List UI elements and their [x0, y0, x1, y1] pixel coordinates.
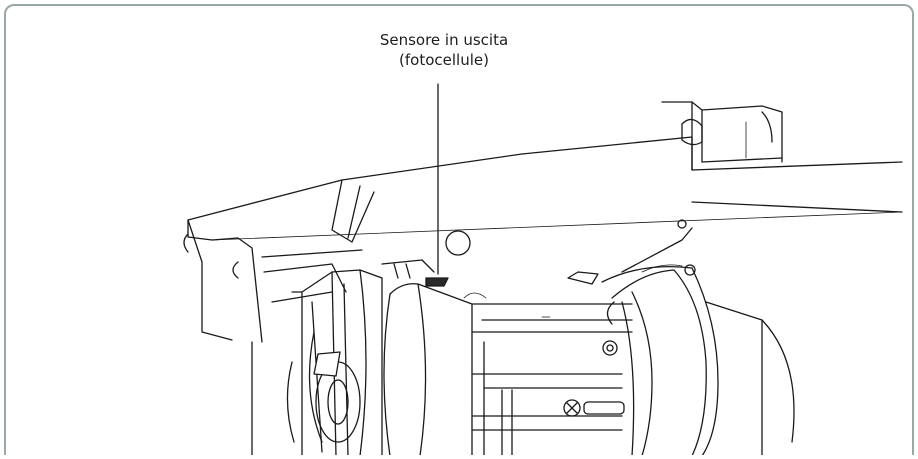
left-roller-assembly — [251, 269, 383, 455]
photocell-sensor — [381, 259, 449, 287]
top-cover — [187, 101, 903, 241]
center-drum — [383, 283, 633, 455]
left-housing — [183, 179, 471, 455]
callout-line-1: Sensore in uscita — [379, 31, 509, 49]
sensor-callout-label: Sensore in uscita (fotocellule) — [344, 30, 544, 70]
callout-line-2: (fotocellule) — [399, 51, 489, 69]
figure-panel: Sensore in uscita (fotocellule) — [4, 4, 914, 455]
right-roller-assembly — [567, 219, 795, 455]
machine-line-drawing — [183, 83, 903, 455]
